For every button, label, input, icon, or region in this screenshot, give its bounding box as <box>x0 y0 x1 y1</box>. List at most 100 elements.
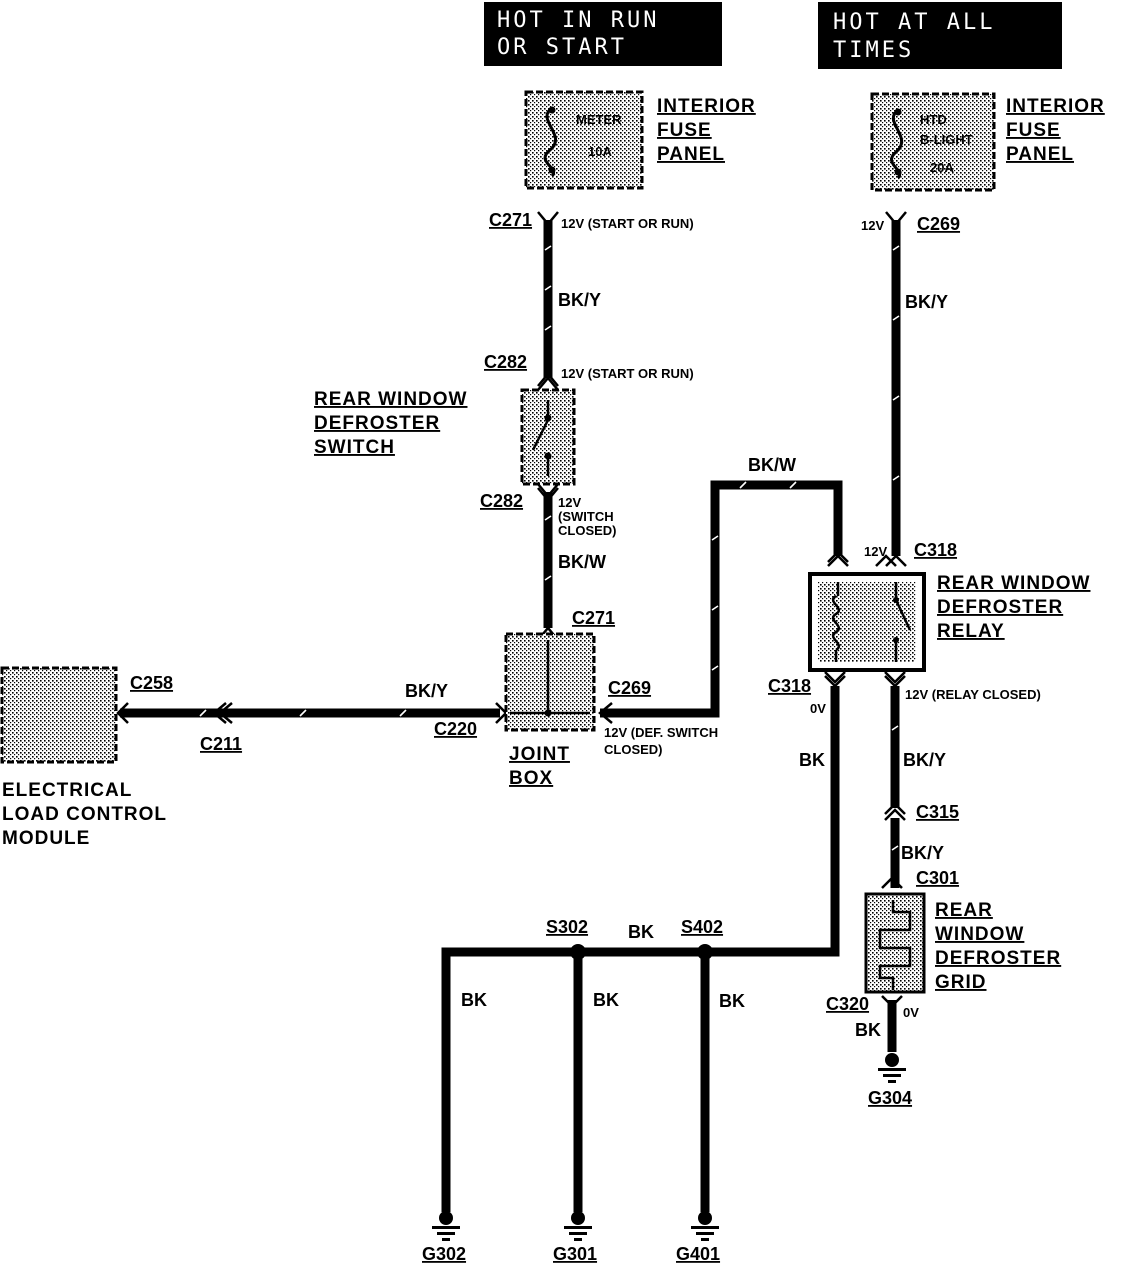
ground-g301-label: G301 <box>553 1244 597 1264</box>
splice-s402-dot <box>697 944 713 960</box>
svg-text:BOX: BOX <box>509 768 553 789</box>
connector-c282-top: C282 <box>484 352 527 372</box>
connector-c315: C315 <box>916 802 959 822</box>
svg-text:BK/W: BK/W <box>748 455 796 475</box>
svg-text:12V (START OR RUN): 12V (START OR RUN) <box>561 366 694 381</box>
connector-c320: C320 <box>826 994 869 1014</box>
elcm-name: ELECTRICAL LOAD CONTROL MODULE <box>2 780 167 849</box>
svg-text:BK/Y: BK/Y <box>558 290 601 310</box>
connector-c269-box: C269 <box>608 678 651 698</box>
connector-c282-bottom: C282 <box>480 491 523 511</box>
joint-box-name: JOINT BOX <box>509 744 570 789</box>
fuse-right-rating-2: B-LIGHT <box>920 132 973 147</box>
svg-text:BK/Y: BK/Y <box>905 292 948 312</box>
svg-text:RELAY: RELAY <box>937 621 1005 642</box>
ground-symbols <box>432 1053 906 1241</box>
joint-box <box>504 632 596 732</box>
svg-text:HOT IN RUN: HOT IN RUN <box>497 8 659 33</box>
wire-stripes <box>199 245 900 851</box>
connector-c271-top: C271 <box>489 210 532 230</box>
switch-name: REAR WINDOW DEFROSTER SWITCH <box>314 389 467 458</box>
svg-text:12V: 12V <box>558 495 581 510</box>
ground-g302-label: G302 <box>422 1244 466 1264</box>
elcm-module <box>0 666 118 764</box>
svg-text:INTERIOR: INTERIOR <box>1006 96 1105 117</box>
svg-text:GRID: GRID <box>935 972 987 993</box>
svg-text:12V: 12V <box>864 544 887 559</box>
svg-text:12V: 12V <box>861 218 884 233</box>
svg-text:DEFROSTER: DEFROSTER <box>314 413 440 434</box>
svg-text:0V: 0V <box>810 701 826 716</box>
rear-window-defroster-relay <box>808 572 926 672</box>
fuse-right-rating-1: HTD <box>920 112 947 127</box>
splice-s402-label: S402 <box>681 917 723 937</box>
svg-text:REAR: REAR <box>935 900 993 921</box>
fuse-left-rating-2: 10A <box>588 144 612 159</box>
svg-text:JOINT: JOINT <box>509 744 570 765</box>
connector-c301: C301 <box>916 868 959 888</box>
splice-labels: S302 S402 <box>546 917 723 937</box>
connector-c220: C220 <box>434 719 477 739</box>
connector-c318-top: C318 <box>914 540 957 560</box>
svg-text:INTERIOR: INTERIOR <box>657 96 756 117</box>
connector-c211: C211 <box>200 734 242 754</box>
svg-text:BK: BK <box>461 990 487 1010</box>
svg-text:DEFROSTER: DEFROSTER <box>937 597 1063 618</box>
wire-c318-s402-bk <box>441 686 840 1212</box>
header-hot-at-all-times: HOT AT ALL TIMES <box>818 2 1062 69</box>
svg-text:MODULE: MODULE <box>2 828 90 849</box>
svg-text:BK/Y: BK/Y <box>903 750 946 770</box>
connector-c258: C258 <box>130 673 173 693</box>
ground-g304-label: G304 <box>868 1088 912 1108</box>
connector-c269-top: C269 <box>917 214 960 234</box>
svg-text:BK/Y: BK/Y <box>901 843 944 863</box>
fuse-meter-10a: METER 10A <box>524 90 644 190</box>
svg-text:(SWITCH: (SWITCH <box>558 509 614 524</box>
svg-text:PANEL: PANEL <box>657 144 725 165</box>
fuse-right-rating-3: 20A <box>930 160 954 175</box>
fuse-htd-b-light-20a: HTD B-LIGHT 20A <box>870 92 996 192</box>
ground-g401-label: G401 <box>676 1244 720 1264</box>
svg-text:HOT AT ALL: HOT AT ALL <box>833 10 995 35</box>
wires <box>120 220 901 1212</box>
splice-s302-dot <box>570 944 586 960</box>
wire-c269-c318-bk-w <box>600 480 843 718</box>
ground-labels: G302 G301 G401 G304 <box>422 1088 912 1264</box>
svg-text:DEFROSTER: DEFROSTER <box>935 948 1061 969</box>
svg-text:WINDOW: WINDOW <box>935 924 1024 945</box>
svg-text:0V: 0V <box>903 1005 919 1020</box>
connector-chevrons <box>116 211 907 1008</box>
svg-text:12V (DEF. SWITCH: 12V (DEF. SWITCH <box>604 725 718 740</box>
svg-text:BK: BK <box>719 991 745 1011</box>
svg-text:CLOSED): CLOSED) <box>558 523 617 538</box>
svg-text:REAR WINDOW: REAR WINDOW <box>314 389 467 410</box>
relay-name: REAR WINDOW DEFROSTER RELAY <box>937 573 1090 642</box>
svg-text:BK: BK <box>799 750 825 770</box>
svg-text:12V (START OR RUN): 12V (START OR RUN) <box>561 216 694 231</box>
svg-text:REAR WINDOW: REAR WINDOW <box>937 573 1090 594</box>
connector-c271-box: C271 <box>572 608 615 628</box>
svg-text:BK/Y: BK/Y <box>405 681 448 701</box>
svg-text:PANEL: PANEL <box>1006 144 1074 165</box>
connector-labels: C271 C282 C282 C271 C269 C220 C211 C258 … <box>130 210 960 1014</box>
voltage-labels: 12V (START OR RUN) 12V (START OR RUN) 12… <box>558 216 1041 1020</box>
svg-text:LOAD CONTROL: LOAD CONTROL <box>2 804 167 825</box>
grid-name: REAR WINDOW DEFROSTER GRID <box>935 900 1061 993</box>
rear-window-defroster-switch <box>520 388 576 486</box>
header-hot-in-run-or-start: HOT IN RUN OR START <box>484 2 722 66</box>
svg-text:ELECTRICAL: ELECTRICAL <box>2 780 132 801</box>
svg-text:12V (RELAY CLOSED): 12V (RELAY CLOSED) <box>905 687 1041 702</box>
connector-c318-bottom: C318 <box>768 676 811 696</box>
svg-text:SWITCH: SWITCH <box>314 437 395 458</box>
svg-text:BK/W: BK/W <box>558 552 606 572</box>
svg-text:TIMES: TIMES <box>833 38 914 63</box>
svg-text:CLOSED): CLOSED) <box>604 742 663 757</box>
svg-text:BK: BK <box>628 922 654 942</box>
fuse-left-name: INTERIOR FUSE PANEL <box>657 96 756 165</box>
wire-color-labels: BK/Y BK/W BK/W BK/Y BK/Y BK/Y BK/Y BK BK… <box>405 290 948 1040</box>
fuse-right-name: INTERIOR FUSE PANEL <box>1006 96 1105 165</box>
splice-s302-label: S302 <box>546 917 588 937</box>
svg-text:FUSE: FUSE <box>657 120 712 141</box>
svg-text:BK: BK <box>855 1020 881 1040</box>
svg-text:FUSE: FUSE <box>1006 120 1061 141</box>
